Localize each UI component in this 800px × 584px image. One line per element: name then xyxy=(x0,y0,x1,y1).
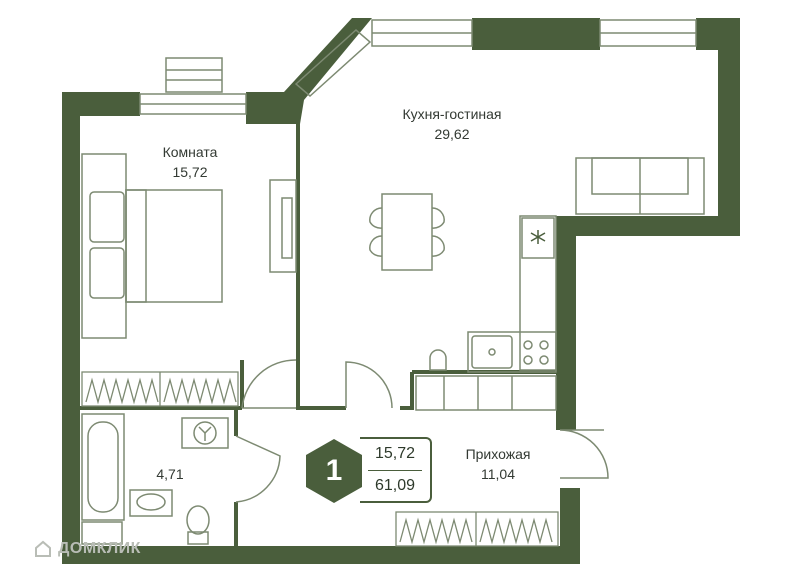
rooms-count: 1 xyxy=(325,454,343,487)
rooms-count-badge-shape xyxy=(306,439,362,503)
watermark-logo-icon xyxy=(35,540,51,557)
windows xyxy=(139,19,697,115)
rooms-count-badge: 1 xyxy=(306,439,362,503)
dining-table xyxy=(369,193,445,271)
kitchen-unit xyxy=(415,215,557,411)
living-area-value: 15,72 xyxy=(374,445,416,462)
total-area-value: 61,09 xyxy=(374,477,416,494)
bathroom-fixtures xyxy=(81,413,229,545)
washing-machine-icon xyxy=(193,421,217,445)
room-label: Комната 15,72 xyxy=(140,142,240,182)
kitchen-living-name: Кухня-гостиная xyxy=(402,106,502,122)
hallway-closet xyxy=(395,511,559,547)
bathroom-area: 4,71 xyxy=(156,466,184,482)
tv-stand xyxy=(269,179,297,273)
room-area: 15,72 xyxy=(172,164,208,180)
area-summary-divider xyxy=(368,470,422,471)
bed xyxy=(81,153,223,339)
area-summary-box: 15,72 61,09 xyxy=(360,437,432,503)
doors xyxy=(235,359,609,503)
kitchen-living-area: 29,62 xyxy=(434,126,470,142)
sofa xyxy=(575,157,705,215)
hallway-label: Прихожая 11,04 xyxy=(448,444,548,484)
hallway-area: 11,04 xyxy=(481,466,515,482)
bathroom-label: 4,71 xyxy=(140,464,200,484)
hallway-name: Прихожая xyxy=(465,446,531,462)
room-name: Комната xyxy=(162,144,218,160)
watermark: ДОМКЛИК xyxy=(34,540,141,558)
room-closet xyxy=(81,371,239,407)
watermark-text: ДОМКЛИК xyxy=(58,540,141,557)
fridge-snowflake-icon xyxy=(530,230,546,244)
kitchen-living-label: Кухня-гостиная 29,62 xyxy=(372,104,532,144)
outer-walls xyxy=(62,18,740,564)
